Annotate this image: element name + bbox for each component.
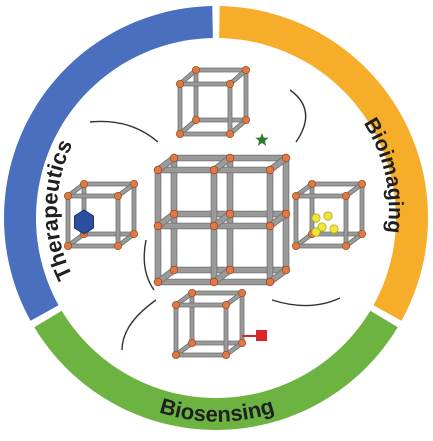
connector-lines bbox=[89, 89, 341, 351]
node bbox=[307, 179, 316, 188]
node bbox=[225, 129, 234, 138]
node bbox=[153, 165, 163, 175]
blue-blob-icon bbox=[74, 209, 94, 235]
node bbox=[169, 153, 179, 163]
probe-head bbox=[256, 330, 267, 341]
node bbox=[221, 350, 230, 359]
yellow-dot-icon bbox=[323, 211, 333, 221]
node bbox=[341, 191, 350, 200]
yellow-dots-icon bbox=[311, 211, 339, 237]
node bbox=[237, 288, 246, 297]
node bbox=[114, 241, 123, 250]
node bbox=[114, 191, 123, 200]
node bbox=[153, 277, 163, 287]
node bbox=[291, 241, 300, 250]
connector-bottom-left bbox=[121, 299, 157, 351]
node bbox=[265, 277, 275, 287]
mof-cluster-icon bbox=[153, 153, 291, 287]
node bbox=[64, 241, 73, 250]
mof-cube-probe-icon bbox=[171, 288, 246, 359]
node bbox=[291, 191, 300, 200]
mof-cube-star-icon bbox=[175, 66, 250, 138]
node bbox=[169, 209, 179, 219]
node bbox=[80, 179, 89, 188]
connector-top-right bbox=[289, 89, 307, 143]
node bbox=[191, 116, 200, 125]
node bbox=[187, 338, 196, 347]
node bbox=[221, 300, 230, 309]
therapeutics-segment bbox=[3, 6, 213, 321]
node bbox=[281, 153, 291, 163]
bioimaging-segment bbox=[219, 6, 428, 321]
node bbox=[191, 66, 200, 75]
node bbox=[225, 265, 235, 275]
connector-bottom-right bbox=[271, 297, 341, 307]
node bbox=[341, 241, 350, 250]
node bbox=[265, 221, 275, 231]
node bbox=[225, 80, 234, 89]
node bbox=[281, 265, 291, 275]
yellow-dot-icon bbox=[311, 227, 321, 237]
node bbox=[225, 209, 235, 219]
node bbox=[175, 80, 184, 89]
node bbox=[357, 179, 366, 188]
node bbox=[357, 229, 366, 238]
connector-top-left bbox=[89, 120, 159, 143]
node bbox=[241, 66, 250, 75]
node bbox=[175, 129, 184, 138]
node bbox=[169, 265, 179, 275]
node bbox=[225, 153, 235, 163]
node bbox=[187, 288, 196, 297]
node bbox=[209, 221, 219, 231]
mof-cube-blob-icon bbox=[64, 179, 138, 250]
yellow-dot-icon bbox=[317, 222, 327, 232]
green-star-icon bbox=[255, 133, 269, 146]
yellow-dot-icon bbox=[329, 224, 339, 234]
biosensing-segment bbox=[34, 310, 398, 431]
connector-left bbox=[143, 239, 155, 291]
node bbox=[153, 221, 163, 231]
yellow-dot-icon bbox=[311, 213, 321, 223]
node bbox=[129, 229, 138, 238]
node bbox=[237, 338, 246, 347]
node bbox=[64, 191, 73, 200]
mof-cube-dots-icon bbox=[291, 179, 366, 250]
node bbox=[209, 165, 219, 175]
node bbox=[171, 350, 180, 359]
node bbox=[171, 300, 180, 309]
red-probe-icon bbox=[242, 330, 267, 341]
node bbox=[241, 116, 250, 125]
node bbox=[265, 165, 275, 175]
node bbox=[129, 179, 138, 188]
node bbox=[281, 209, 291, 219]
node bbox=[209, 277, 219, 287]
